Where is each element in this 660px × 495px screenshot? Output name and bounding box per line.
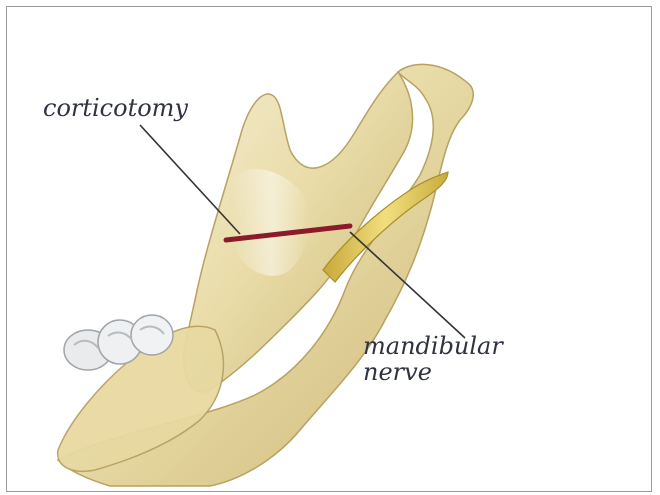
corticotomy-leader-line [140, 125, 240, 234]
corticotomy-label: corticotomy [43, 95, 188, 121]
mandibular-nerve-label-line2: nerve [363, 359, 503, 385]
mandibular-nerve-label: mandibular nerve [363, 333, 503, 386]
mandibular-nerve-label-line1: mandibular [363, 333, 503, 359]
